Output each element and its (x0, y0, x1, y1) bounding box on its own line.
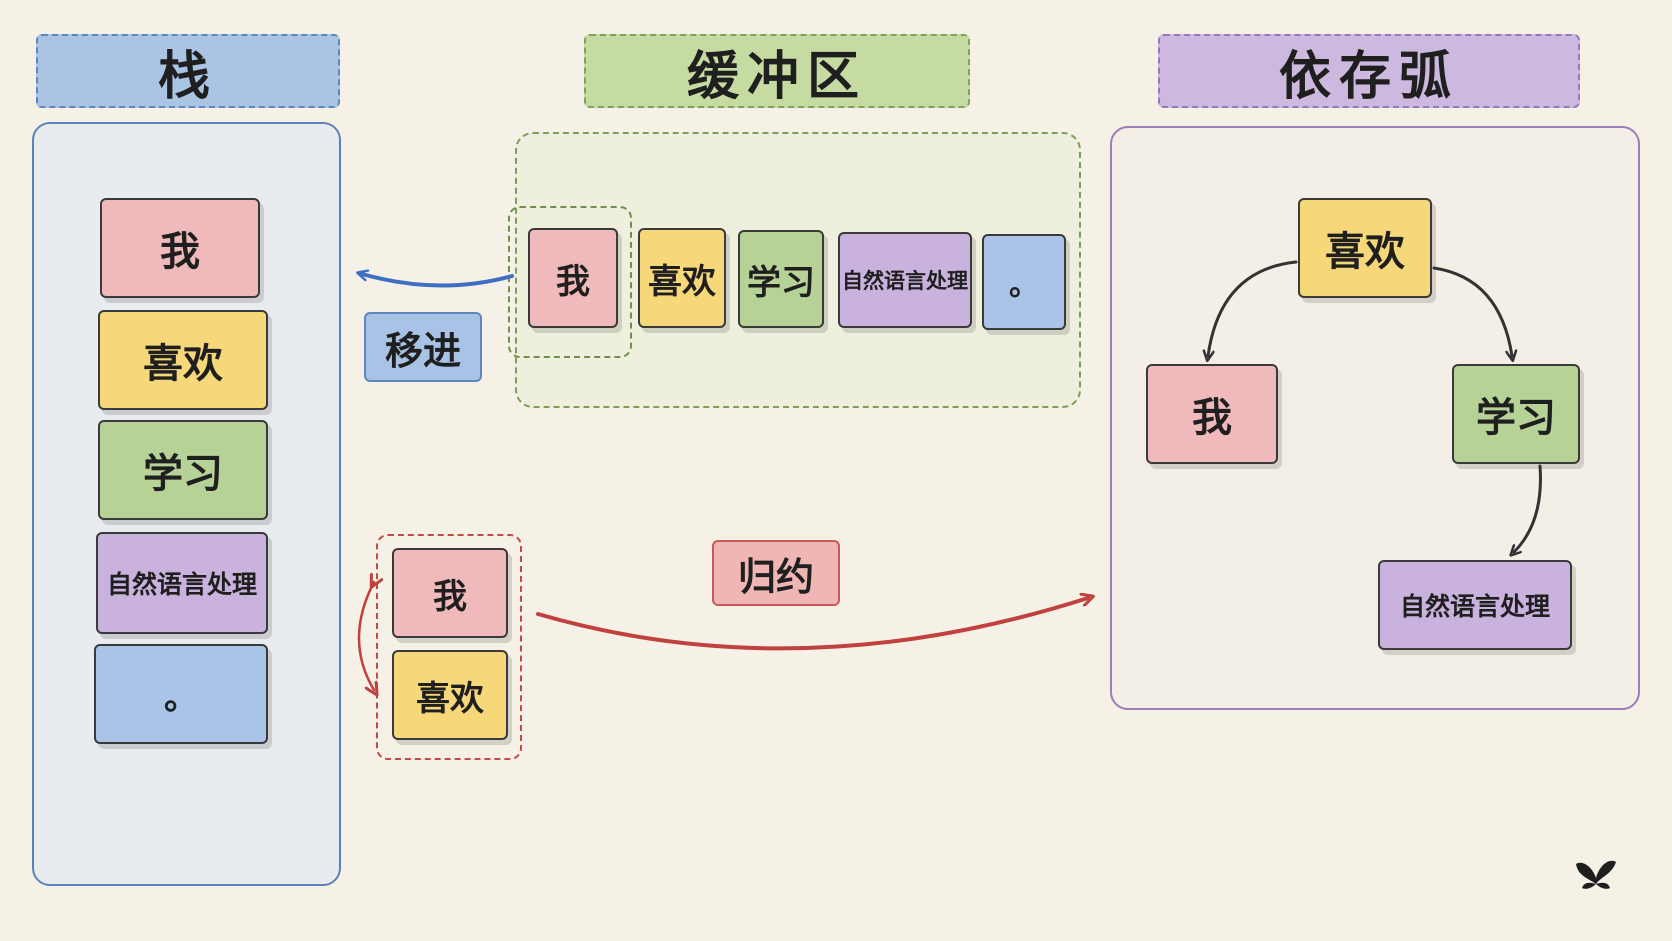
buffer-header: 缓冲区 (584, 34, 970, 108)
arcs-header: 依存弧 (1158, 34, 1580, 108)
buffer-item-4: 自然语言处理 (838, 232, 972, 328)
tree-arrow-right (1432, 266, 1512, 356)
stack-item-2: 喜欢 (98, 310, 268, 410)
stack-header: 栈 (36, 34, 340, 108)
reduce-item-1: 我 (392, 548, 508, 638)
stack-item-5: 。 (94, 644, 268, 744)
buffer-front-highlight (508, 206, 632, 358)
butterfly-icon (1572, 848, 1620, 892)
shift-label: 移进 (364, 312, 482, 382)
reduce-item-2: 喜欢 (392, 650, 508, 740)
tree-right-node: 学习 (1452, 364, 1580, 464)
buffer-item-5: 。 (982, 234, 1066, 330)
tree-arrow-child (1514, 464, 1542, 552)
stack-item-4: 自然语言处理 (96, 532, 268, 634)
buffer-item-3: 学习 (738, 230, 824, 328)
reduce-arrow (536, 598, 1088, 651)
buffer-item-1: 我 (528, 228, 618, 328)
shift-arrow (362, 274, 514, 288)
stack-item-1: 我 (100, 198, 260, 298)
reduce-label: 归约 (712, 540, 840, 606)
buffer-item-2: 喜欢 (638, 228, 726, 328)
tree-child-node: 自然语言处理 (1378, 560, 1572, 650)
tree-root-node: 喜欢 (1298, 198, 1432, 298)
tree-left-node: 我 (1146, 364, 1278, 464)
tree-arrow-left (1208, 260, 1298, 356)
stack-item-3: 学习 (98, 420, 268, 520)
swap-arrow (357, 582, 374, 690)
